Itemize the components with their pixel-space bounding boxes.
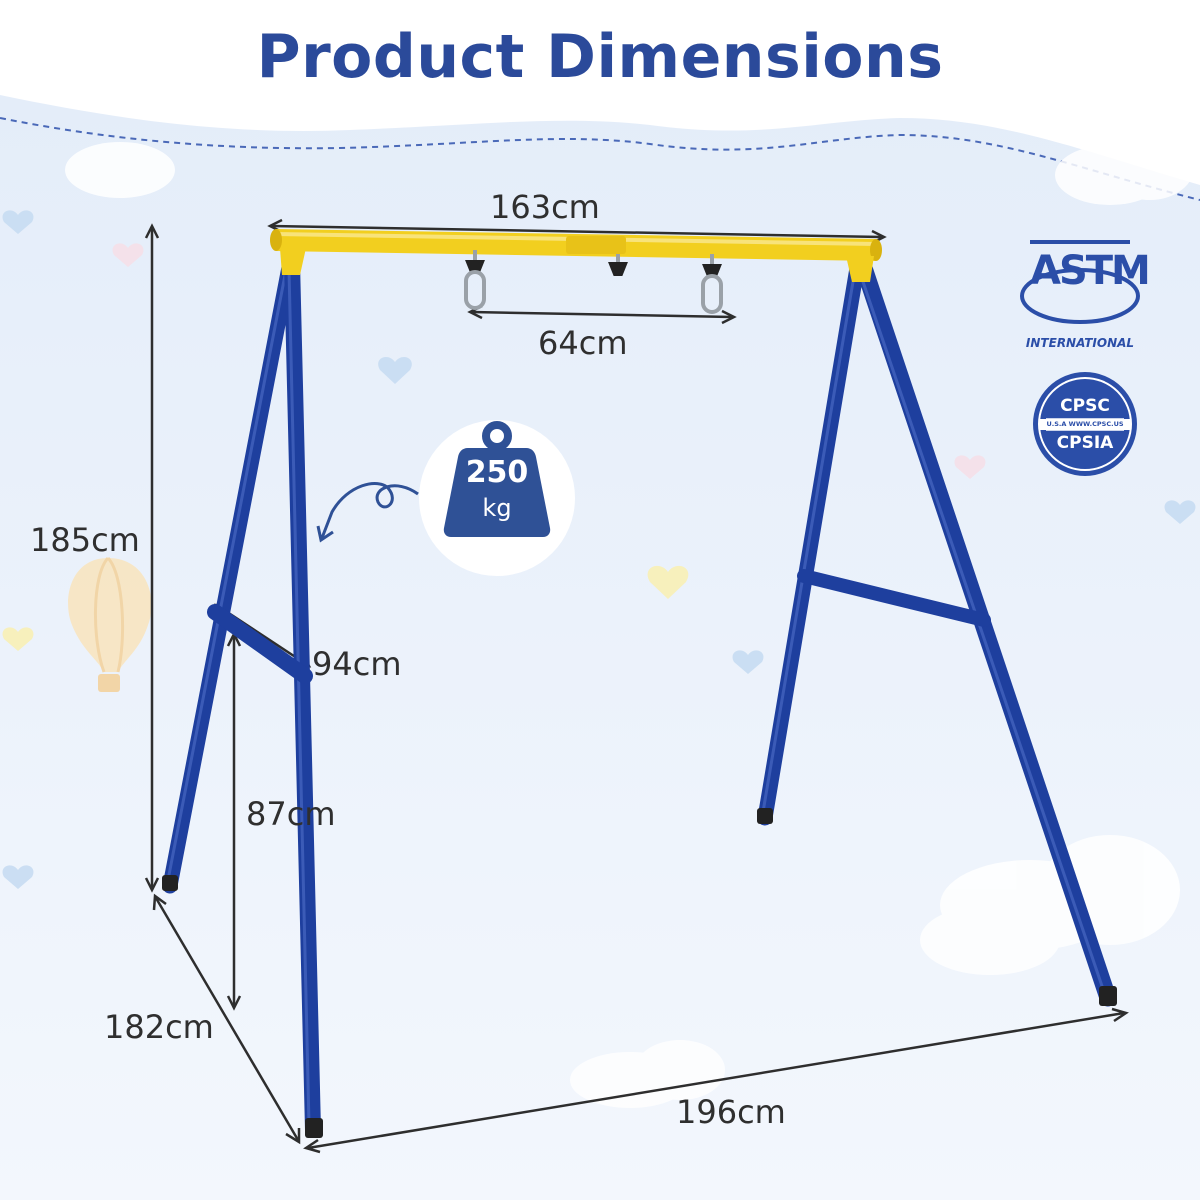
weight-value: 250 xyxy=(465,455,529,490)
foot-cap xyxy=(1099,986,1117,1006)
dimension-lines xyxy=(144,218,1129,1154)
hot-air-balloon-icon xyxy=(68,556,152,692)
swing-frame xyxy=(162,229,1117,1138)
base-depth-label: 182cm xyxy=(104,1008,214,1046)
cpsc-bottom-text: CPSIA xyxy=(1056,433,1114,453)
top-bracket xyxy=(846,256,874,282)
crossbar-height-label: 87cm xyxy=(246,795,336,833)
weight-unit: kg xyxy=(482,494,512,522)
astm-logo xyxy=(1020,240,1140,324)
weight-badge xyxy=(419,420,575,576)
top-bar-width-label: 163cm xyxy=(490,188,600,226)
crossbar-length-label: 94cm xyxy=(312,645,402,683)
hook-spacing-label: 64cm xyxy=(538,324,628,362)
cpsc-url-text: U.S.A WWW.CPSC.US xyxy=(1046,420,1124,428)
astm-logo-text: ASTM xyxy=(1030,248,1151,294)
frame-leg xyxy=(757,254,866,826)
frame-crossbar xyxy=(207,604,313,684)
swing-hook xyxy=(464,250,723,314)
heart-icon xyxy=(112,243,986,479)
foot-cap xyxy=(162,875,178,891)
height-label: 185cm xyxy=(30,521,140,559)
cpsc-top-text: CPSC xyxy=(1060,396,1110,416)
foot-cap xyxy=(305,1118,323,1138)
page-title: Product Dimensions xyxy=(256,22,944,92)
top-bracket xyxy=(280,248,306,275)
foot-cap xyxy=(757,808,773,824)
frame-crossbar xyxy=(797,569,991,627)
frame-leg xyxy=(162,254,298,894)
weight-icon xyxy=(443,448,551,537)
frame-leg xyxy=(853,253,1117,1007)
cloud-decoration xyxy=(65,130,1195,1108)
cpsc-seal xyxy=(1033,372,1137,476)
curly-arrow-icon xyxy=(316,482,419,543)
heart-icon xyxy=(2,565,689,651)
astm-subtitle: INTERNATIONAL xyxy=(1025,336,1135,350)
frame-leg xyxy=(284,254,321,1138)
heart-icon xyxy=(2,210,1196,889)
base-width-label: 196cm xyxy=(676,1093,786,1131)
weight-icon-ring xyxy=(482,421,512,451)
